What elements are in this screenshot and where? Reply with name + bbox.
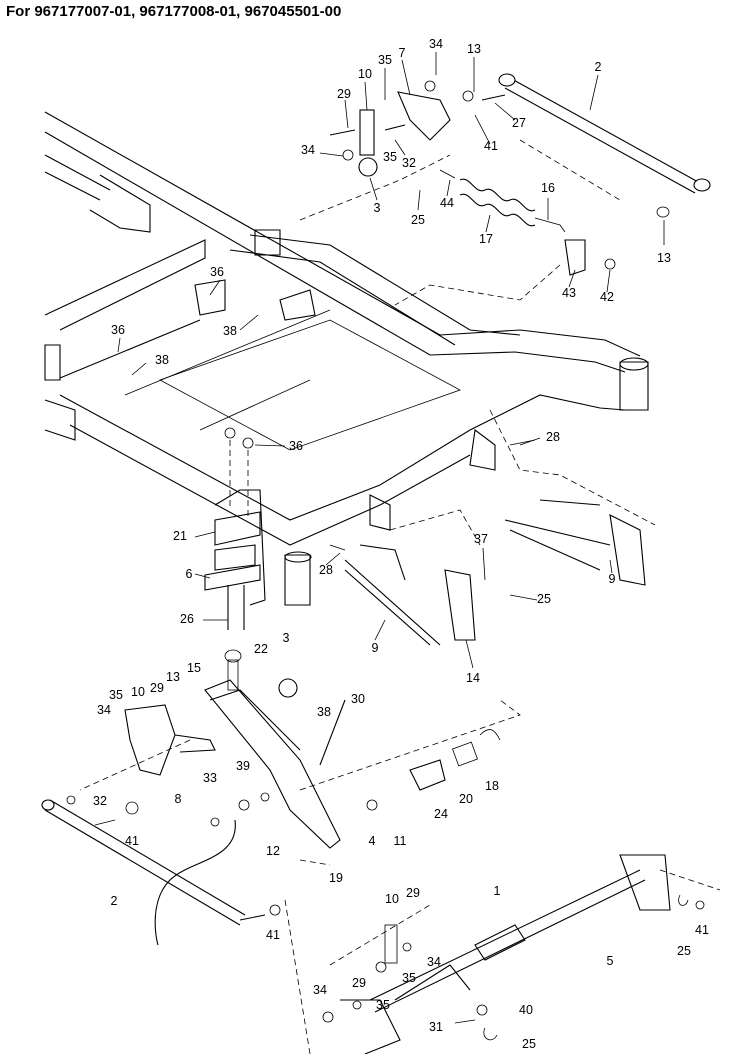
frame-drawing [44, 111, 649, 606]
callout-32: 32 [402, 156, 416, 170]
callout-41: 41 [484, 139, 498, 153]
callout-16: 16 [541, 181, 555, 195]
callout-15: 15 [187, 661, 201, 675]
callout-41: 41 [125, 834, 139, 848]
callout-37: 37 [474, 532, 488, 546]
callout-31: 31 [429, 1020, 443, 1034]
callout-9: 9 [609, 572, 616, 586]
callout-29: 29 [406, 886, 420, 900]
callout-2: 2 [595, 60, 602, 74]
callout-22: 22 [254, 642, 268, 656]
callout-29: 29 [352, 976, 366, 990]
callout-40: 40 [519, 1003, 533, 1017]
callout-41: 41 [266, 928, 280, 942]
callout-35: 35 [109, 688, 123, 702]
callout-34: 34 [301, 143, 315, 157]
leader-lines [117, 52, 665, 669]
rear-hinge-assembly [204, 427, 261, 630]
callout-36: 36 [289, 439, 303, 453]
callout-20: 20 [459, 792, 473, 806]
callout-26: 26 [180, 612, 194, 626]
callout-41: 41 [695, 923, 709, 937]
callout-30: 30 [351, 692, 365, 706]
callout-21: 21 [173, 529, 187, 543]
callout-28: 28 [546, 430, 560, 444]
callout-25: 25 [537, 592, 551, 606]
callout-25: 25 [522, 1037, 536, 1051]
callout-9: 9 [372, 641, 379, 655]
callout-4: 4 [369, 834, 376, 848]
front-pivot-arms [329, 409, 656, 646]
callout-35: 35 [376, 998, 390, 1012]
callout-34: 34 [429, 37, 443, 51]
callout-38: 38 [317, 705, 331, 719]
callout-32: 32 [93, 794, 107, 808]
callout-29: 29 [150, 681, 164, 695]
callout-10: 10 [358, 67, 372, 81]
callout-35: 35 [402, 971, 416, 985]
callout-7: 7 [399, 46, 406, 60]
callout-36: 36 [210, 265, 224, 279]
callout-43: 43 [562, 286, 576, 300]
callout-13: 13 [657, 251, 671, 265]
callout-19: 19 [329, 871, 343, 885]
callout-6: 6 [186, 567, 193, 581]
callout-5: 5 [607, 954, 614, 968]
callout-36: 36 [111, 323, 125, 337]
callout-27: 27 [512, 116, 526, 130]
callout-28: 28 [319, 563, 333, 577]
callout-38: 38 [223, 324, 237, 338]
callout-10: 10 [385, 892, 399, 906]
callout-13: 13 [467, 42, 481, 56]
callout-25: 25 [677, 944, 691, 958]
callout-35: 35 [383, 150, 397, 164]
callout-34: 34 [313, 983, 327, 997]
callout-24: 24 [434, 807, 448, 821]
pedal-linkage [41, 649, 521, 1054]
callout-1: 1 [494, 884, 501, 898]
callout-13: 13 [166, 670, 180, 684]
page-title: For 967177007-01, 967177008-01, 96704550… [6, 3, 342, 20]
callout-34: 34 [427, 955, 441, 969]
callout-25: 25 [411, 213, 425, 227]
callout-35: 35 [378, 53, 392, 67]
callout-11: 11 [394, 834, 407, 848]
callout-39: 39 [236, 759, 250, 773]
callout-34: 34 [97, 703, 111, 717]
callout-12: 12 [266, 844, 280, 858]
lift-rod-assembly [299, 73, 711, 306]
callout-33: 33 [203, 771, 217, 785]
callout-3: 3 [374, 201, 381, 215]
callout-38: 38 [155, 353, 169, 367]
callout-10: 10 [131, 685, 145, 699]
callout-44: 44 [440, 196, 454, 210]
callout-3: 3 [283, 631, 290, 645]
callout-29: 29 [337, 87, 351, 101]
callout-42: 42 [600, 290, 614, 304]
callout-2: 2 [111, 894, 118, 908]
callout-14: 14 [466, 671, 480, 685]
callout-8: 8 [175, 792, 182, 806]
callout-18: 18 [485, 779, 499, 793]
callout-17: 17 [479, 232, 493, 246]
pedal-shaft [322, 854, 721, 1054]
